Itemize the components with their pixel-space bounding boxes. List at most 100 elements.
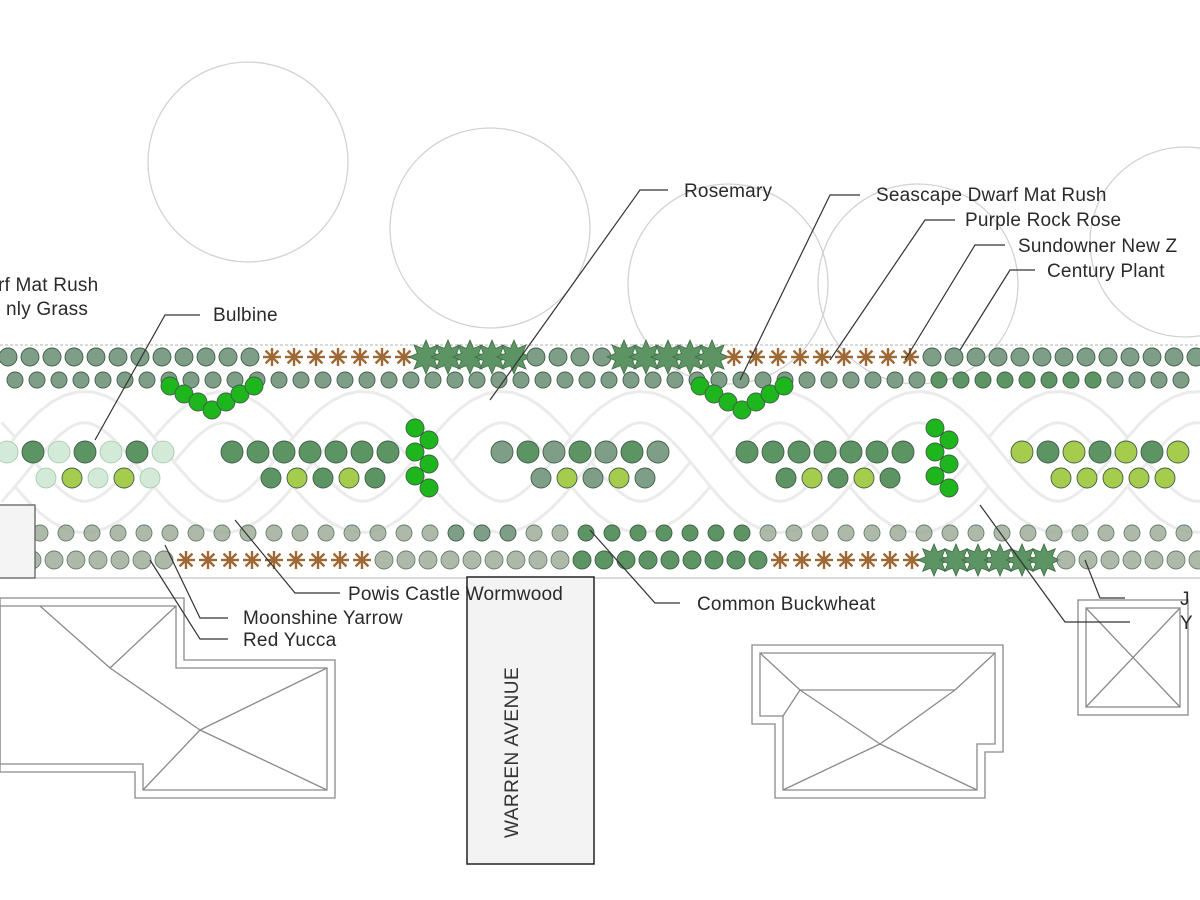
plant-symbol <box>865 440 889 464</box>
plant-symbol <box>419 454 439 474</box>
path-band-surface <box>0 392 1200 532</box>
plant-symbol <box>35 467 57 489</box>
plant-symbol <box>620 440 644 464</box>
plant-symbol <box>151 440 175 464</box>
plant-symbol <box>820 371 838 389</box>
plant-symbol <box>1056 550 1076 570</box>
plant-symbol <box>1175 524 1193 542</box>
warren-avenue-street <box>466 576 595 865</box>
plant-symbol <box>270 371 288 389</box>
plant-symbol <box>336 371 354 389</box>
plant-symbol <box>42 347 62 367</box>
plant-symbol <box>72 371 90 389</box>
plant-symbol <box>66 550 86 570</box>
plant-symbol <box>1071 524 1089 542</box>
plant-symbol <box>61 467 83 489</box>
plant-symbol <box>813 440 837 464</box>
plant-symbol <box>506 550 526 570</box>
plant-symbol <box>939 454 959 474</box>
plant-symbol <box>312 467 334 489</box>
plant-symbol <box>811 524 829 542</box>
plant-symbol <box>666 371 684 389</box>
plant-symbol <box>113 467 135 489</box>
plant-symbol <box>1040 371 1058 389</box>
plant-symbol <box>1010 440 1034 464</box>
plant-symbol <box>1018 371 1036 389</box>
plant-symbol <box>966 347 986 367</box>
plant-symbol <box>791 348 809 366</box>
plant-symbol <box>1140 440 1164 464</box>
plant-symbol <box>925 466 945 486</box>
plant-symbol <box>534 371 552 389</box>
plant-symbol <box>1084 371 1102 389</box>
plant-symbol <box>649 338 687 376</box>
plant-symbol <box>468 371 486 389</box>
plant-symbol <box>879 348 897 366</box>
plant-symbol <box>516 440 540 464</box>
leader-lines <box>94 189 1130 640</box>
plant-symbol <box>418 550 438 570</box>
plant-symbol <box>974 371 992 389</box>
plant-symbol <box>725 348 743 366</box>
plant-symbol <box>358 371 376 389</box>
plant-symbol <box>1050 467 1072 489</box>
plant-symbol <box>373 348 391 366</box>
label-common-buckwheat: Common Buckwheat <box>697 594 876 615</box>
plant-symbol <box>761 440 785 464</box>
plant-symbol <box>634 467 656 489</box>
plant-symbol <box>839 440 863 464</box>
label-seascape-dwarf-mat-rush: Seascape Dwarf Mat Rush <box>876 185 1107 206</box>
plant-symbol <box>1098 347 1118 367</box>
plant-symbol <box>116 371 134 389</box>
plant-symbol <box>939 478 959 498</box>
plant-symbol <box>903 551 921 569</box>
plant-symbol <box>681 524 699 542</box>
plant-symbol <box>265 524 283 542</box>
plant-symbol <box>916 542 952 578</box>
plant-symbol <box>350 440 374 464</box>
plant-symbol <box>109 524 127 542</box>
plant-symbol <box>1166 550 1186 570</box>
plant-symbol <box>827 467 849 489</box>
plant-symbol <box>759 524 777 542</box>
plant-symbol <box>473 524 491 542</box>
plant-symbol <box>132 550 152 570</box>
plant-symbol <box>594 440 618 464</box>
plant-symbol <box>915 524 933 542</box>
plant-symbol <box>484 550 504 570</box>
plant-symbol <box>1054 347 1074 367</box>
plant-symbol <box>1010 347 1030 367</box>
plant-symbol <box>374 550 394 570</box>
plant-symbol <box>1144 550 1164 570</box>
plant-symbol <box>338 467 360 489</box>
house-left <box>0 597 336 799</box>
plant-symbol <box>732 371 750 389</box>
plant-symbol <box>1149 524 1167 542</box>
plant-symbol <box>542 440 566 464</box>
plant-symbol <box>930 371 948 389</box>
plant-symbol <box>419 430 439 450</box>
plant-symbol <box>0 440 19 464</box>
plant-symbol <box>1164 347 1184 367</box>
plant-symbol <box>86 347 106 367</box>
plant-symbol <box>50 371 68 389</box>
plant-symbol <box>314 371 332 389</box>
plant-symbol <box>1036 440 1060 464</box>
plant-symbol <box>603 524 621 542</box>
plant-symbol <box>835 348 853 366</box>
plant-symbol <box>1154 467 1176 489</box>
plant-symbol <box>110 550 130 570</box>
plant-symbol <box>548 347 568 367</box>
plant-symbol <box>837 551 855 569</box>
plant-symbol <box>1062 440 1086 464</box>
plant-symbol <box>395 524 413 542</box>
plant-symbol <box>616 550 636 570</box>
plant-symbol <box>64 347 84 367</box>
label-powis-castle-wormwood: Powis Castle Wormwood <box>348 584 564 605</box>
plant-symbol <box>298 440 322 464</box>
plant-symbol <box>240 347 260 367</box>
plant-symbol <box>600 371 618 389</box>
plant-symbol <box>20 347 40 367</box>
plant-symbol <box>177 551 195 569</box>
plant-symbol <box>495 338 533 376</box>
